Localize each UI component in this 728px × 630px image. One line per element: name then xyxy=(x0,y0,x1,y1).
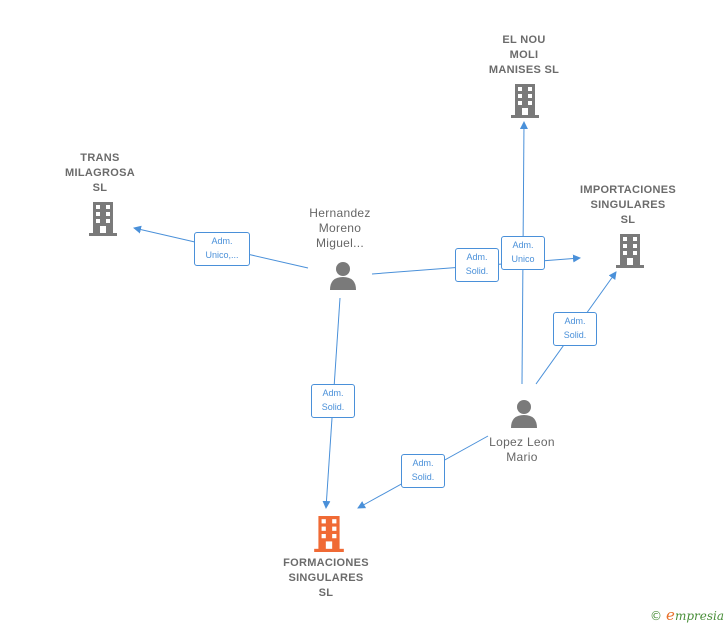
edge-label-hernandez-importaciones[interactable]: Adm. Solid. xyxy=(455,248,499,282)
brand-initial: e xyxy=(666,606,675,624)
node-label-trans-milagrosa[interactable]: TRANS MILAGROSA SL xyxy=(65,152,135,194)
main-company-building-icon[interactable] xyxy=(313,516,345,552)
edge-label-lopez-importaciones[interactable]: Adm. Solid. xyxy=(553,312,597,346)
person-icon[interactable] xyxy=(328,260,358,290)
building-icon[interactable] xyxy=(88,202,118,236)
node-label-formaciones-singulares[interactable]: FORMACIONES SINGULARES SL xyxy=(283,557,369,599)
person-icon[interactable] xyxy=(509,398,539,428)
building-icon[interactable] xyxy=(510,84,540,118)
node-label-el-nou-moli[interactable]: EL NOU MOLI MANISES SL xyxy=(488,34,560,76)
edge-label-hernandez-formaciones[interactable]: Adm. Solid. xyxy=(311,384,355,418)
node-label-lopez-leon[interactable]: Lopez Leon Mario xyxy=(489,435,555,464)
node-label-importaciones-singulares[interactable]: IMPORTACIONES SINGULARES SL xyxy=(580,184,676,226)
empresia-brand[interactable]: ©empresia xyxy=(650,606,724,624)
edge-label-lopez-formaciones[interactable]: Adm. Solid. xyxy=(401,454,445,488)
copyright-icon: © xyxy=(650,609,663,623)
node-label-hernandez-moreno[interactable]: Hernandez Moreno Miguel... xyxy=(309,206,371,250)
edge-label-lopez-el-nou[interactable]: Adm. Unico xyxy=(501,236,545,270)
building-icon[interactable] xyxy=(615,234,645,268)
brand-name: mpresia xyxy=(674,609,724,623)
edge-label-hernandez-trans[interactable]: Adm. Unico,... xyxy=(194,232,250,266)
